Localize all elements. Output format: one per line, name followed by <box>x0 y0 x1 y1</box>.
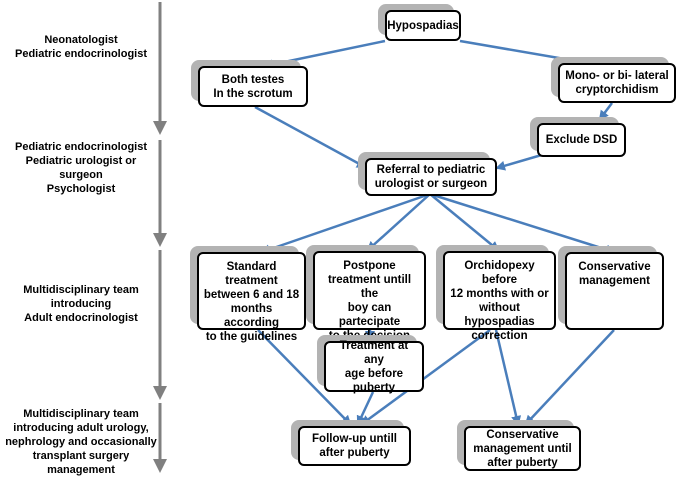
arrow-both-testes-to-referral <box>254 105 367 169</box>
arrow-conservative-to-conservative-until <box>524 329 615 426</box>
node-postpone: Postpone treatment untill the boy can pa… <box>306 245 426 356</box>
side-label-stage2: Pediatric endocrinologist Pediatric urol… <box>14 141 148 195</box>
side-label-stage1: Neonatologist Pediatric endocrinologist <box>14 34 148 60</box>
node-hypospadias: Hypospadias <box>378 4 461 41</box>
side-label-stage4: Multidisciplinary team introducing adult… <box>5 408 157 476</box>
arrow-orchidopexy-to-follow-up <box>360 328 491 426</box>
arrow-cryptorchidism-to-exclude-dsd <box>598 102 613 121</box>
node-follow-up: Follow-up untill after puberty <box>291 420 411 466</box>
node-referral: Referral to pediatric urologist or surge… <box>358 152 497 196</box>
node-exclude-dsd: Exclude DSD <box>530 117 626 157</box>
node-conservative-until: Conservative management until after pube… <box>457 420 581 471</box>
node-orchidopexy: Orchidopexy before 12 months with or wit… <box>436 245 556 342</box>
side-label-stage3: Multidisciplinary team introducing Adult… <box>23 284 139 324</box>
node-conservative: Conservative management <box>558 246 664 330</box>
arrow-standard-to-follow-up <box>257 329 352 426</box>
node-standard-treatment: Standard treatment between 6 and 18 mont… <box>190 246 306 343</box>
arrow-referral-to-conservative <box>429 192 616 255</box>
node-cryptorchidism: Mono- or bi- lateral cryptorchidism <box>551 57 676 103</box>
arrow-referral-to-orchidopexy <box>429 193 500 252</box>
arrow-referral-to-standard <box>260 192 431 255</box>
arrow-exclude-dsd-to-referral <box>495 152 546 171</box>
arrow-referral-to-postpone <box>366 193 431 252</box>
node-treatment-any-age: Treatment at any age before puberty <box>317 335 424 394</box>
node-both-testes: Both testes In the scrotum <box>191 60 308 107</box>
arrow-orchidopexy-to-conservative-until <box>494 329 522 426</box>
flow-arrows <box>254 39 616 426</box>
